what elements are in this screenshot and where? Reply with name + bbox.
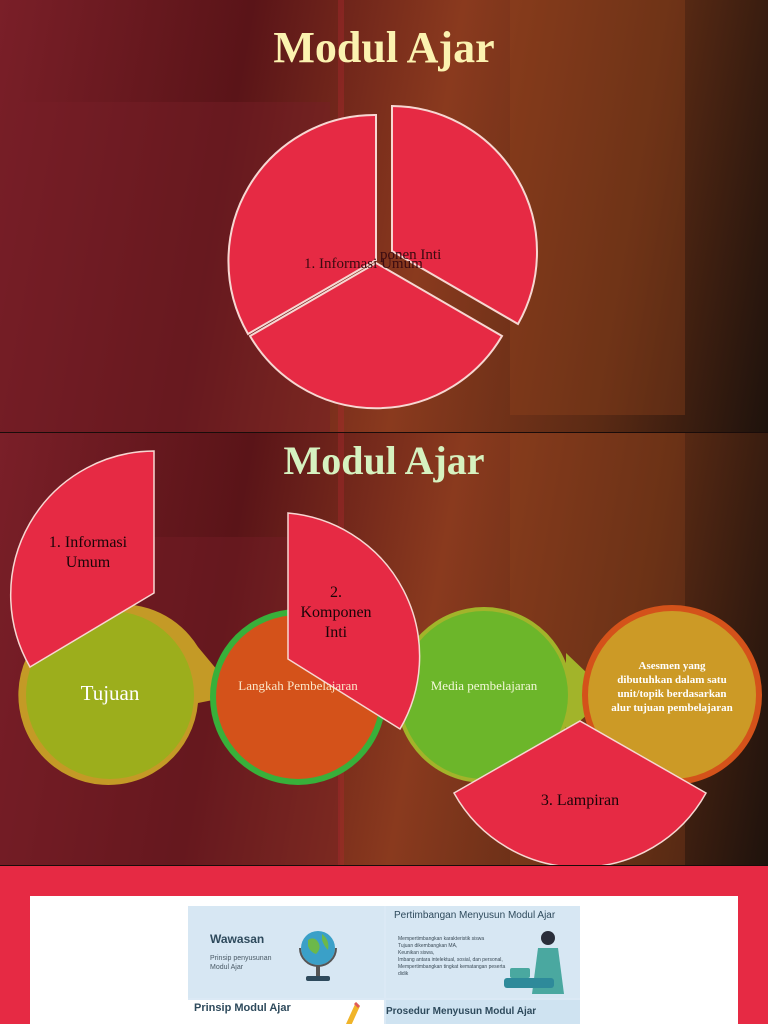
- pertimbangan-item: Mempertimbangkan karakteristik siswa: [398, 936, 485, 942]
- circle-label-tujuan: Tujuan: [80, 681, 140, 705]
- pertimbangan-list: Mempertimbangkan karakteristik siswa Tuj…: [398, 936, 510, 978]
- document-page: Wawasan Prinsip penyusunan Modul Ajar Pe…: [30, 896, 738, 1024]
- infographic: Wawasan Prinsip penyusunan Modul Ajar Pe…: [188, 906, 580, 1024]
- wawasan-panel: Wawasan Prinsip penyusunan Modul Ajar: [188, 906, 384, 998]
- pertimbangan-item: Keunikan siswa,: [398, 950, 435, 956]
- process-diagram: 1. Informasi Umum 2. Komponen Inti 3. La…: [9, 450, 762, 865]
- background-panel: [510, 0, 685, 415]
- petal-label-informasi-umum: 1. Informasi Umum: [48, 534, 128, 571]
- pertimbangan-panel: Pertimbangan Menyusun Modul Ajar Mempert…: [386, 906, 580, 998]
- prosedur-panel: Prosedur Menyusun Modul Ajar: [386, 1000, 580, 1024]
- globe-icon: [299, 931, 337, 981]
- petal-komponen-inti[interactable]: [287, 512, 421, 731]
- slide-title: Modul Ajar: [273, 23, 495, 72]
- circle-label-asesmen: Asesmen yang dibutuhkan dalam satu unit/…: [611, 660, 733, 714]
- slide-2: Modul Ajar 1. Informasi Umum 2. Komponen…: [0, 433, 768, 865]
- pertimbangan-item: Tujuan dikembangkan MA,: [398, 943, 458, 949]
- pie-segment-lampiran[interactable]: [248, 261, 504, 410]
- circle-media-pembelajaran[interactable]: [400, 611, 568, 779]
- pertimbangan-item: Mempertimbangkan tingkat kematangan pese…: [398, 964, 506, 977]
- petal-label-lampiran: 3. Lampiran: [540, 792, 620, 809]
- circle-label-media: Media pembelajaran: [430, 678, 538, 693]
- pertimbangan-title: Pertimbangan Menyusun Modul Ajar: [394, 910, 556, 921]
- teacher-illustration-icon: [504, 931, 564, 994]
- petal-label-komponen-inti: 2. Komponen Inti: [300, 584, 372, 641]
- prinsip-panel: Prinsip Modul Ajar: [188, 1000, 384, 1024]
- prinsip-title: Prinsip Modul Ajar: [194, 1002, 291, 1014]
- segment-label-informasi-umum: 1. Informasi Umum: [304, 256, 423, 272]
- wawasan-text: Prinsip penyusunan Modul Ajar: [210, 955, 272, 971]
- petal-lampiran[interactable]: [452, 720, 708, 865]
- slide-1: Modul Ajar ponen Inti 1. Informasi Umum: [0, 0, 768, 432]
- circle-asesmen[interactable]: [588, 611, 756, 779]
- slide-title: Modul Ajar: [283, 438, 485, 483]
- circle-label-langkah: Langkah Pembelajaran: [238, 678, 358, 693]
- pie-segment-informasi-umum[interactable]: [227, 113, 377, 336]
- circle-tujuan[interactable]: [26, 611, 194, 779]
- pie-segment-komponen-inti[interactable]: [391, 104, 538, 326]
- pertimbangan-item: Imbang antara intelektual, sosial, dan p…: [398, 957, 503, 963]
- wawasan-title: Wawasan: [210, 932, 265, 946]
- pencil-icon: [346, 1002, 360, 1024]
- slide-3: Wawasan Prinsip penyusunan Modul Ajar Pe…: [0, 866, 768, 1024]
- petal-informasi-umum[interactable]: [9, 450, 155, 669]
- segment-label-komponen-inti: ponen Inti: [380, 247, 441, 263]
- prosedur-title: Prosedur Menyusun Modul Ajar: [386, 1006, 537, 1017]
- pie-diagram: ponen Inti 1. Informasi Umum: [227, 104, 538, 410]
